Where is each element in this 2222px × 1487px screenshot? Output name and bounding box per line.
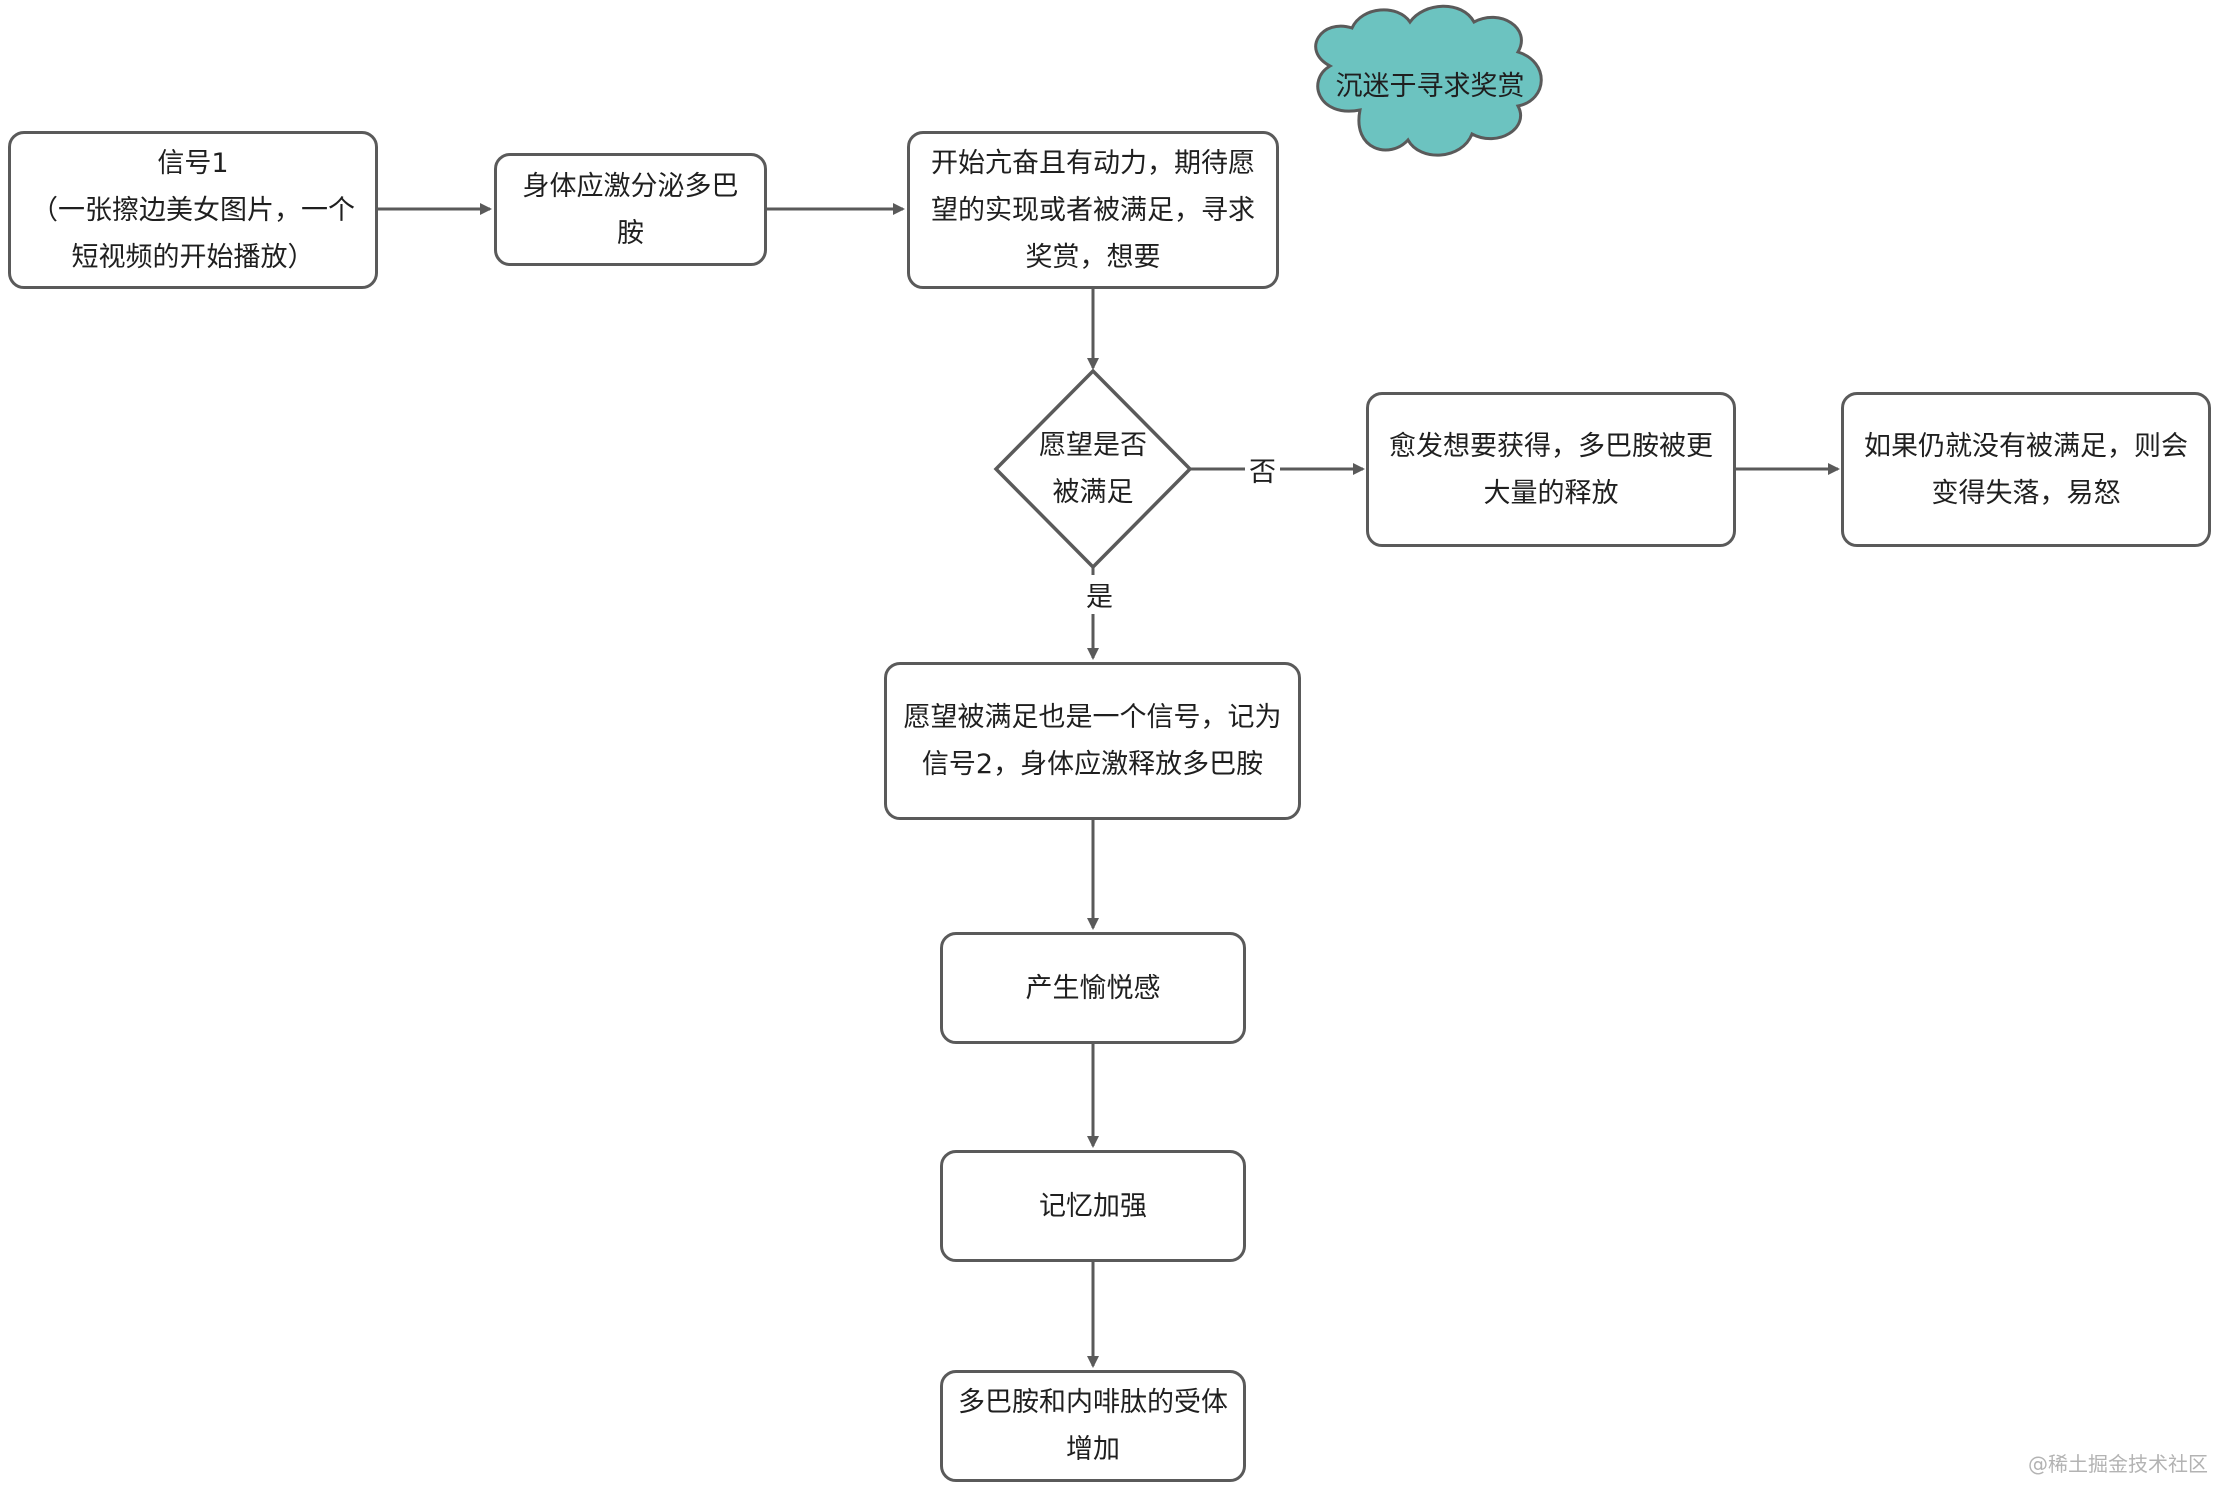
node-receptors-line1: 多巴胺和内啡肽的受体: [958, 1387, 1228, 1418]
node-memory: 记忆加强: [940, 1150, 1246, 1262]
node-receptors: 多巴胺和内啡肽的受体 增加: [940, 1370, 1246, 1482]
node-excited: 开始亢奋且有动力，期待愿 望的实现或者被满足，寻求 奖赏，想要: [907, 131, 1279, 289]
node-memory-text: 记忆加强: [1039, 1190, 1147, 1222]
node-frustrated-line2: 变得失落，易怒: [1931, 477, 2121, 509]
node-signal1-line1: 信号1: [157, 147, 229, 179]
node-signal2-line2: 信号2，身体应激释放多巴胺: [921, 749, 1264, 780]
node-excited-line1: 开始亢奋且有动力，期待愿: [931, 147, 1255, 179]
node-decision-line1: 愿望是否: [1039, 430, 1147, 461]
node-receptors-line2: 增加: [1066, 1434, 1120, 1465]
edge-label-no: 否: [1245, 450, 1280, 489]
node-signal1-line2: （一张擦边美女图片，一个: [31, 194, 355, 226]
cloud-label: 沉迷于寻求奖赏: [1335, 70, 1525, 102]
watermark: @稀土掘金技术社区: [2028, 1452, 2208, 1476]
node-more-desire-line2: 大量的释放: [1483, 477, 1619, 509]
node-frustrated-line1: 如果仍就没有被满足，则会: [1864, 430, 2188, 462]
node-pleasure: 产生愉悦感: [940, 932, 1246, 1044]
node-excited-line3: 奖赏，想要: [1025, 241, 1161, 273]
node-frustrated: 如果仍就没有被满足，则会 变得失落，易怒: [1841, 392, 2211, 547]
node-decision-label: 愿望是否 被满足: [1013, 420, 1173, 518]
node-excited-line2: 望的实现或者被满足，寻求: [931, 194, 1255, 226]
node-signal1-line3: 短视频的开始播放）: [71, 241, 315, 273]
node-more-desire-line1: 愈发想要获得，多巴胺被更: [1389, 430, 1713, 462]
node-secrete: 身体应激分泌多巴胺: [494, 153, 767, 266]
node-pleasure-text: 产生愉悦感: [1025, 972, 1161, 1004]
node-signal2: 愿望被满足也是一个信号，记为 信号2，身体应激释放多巴胺: [884, 662, 1301, 820]
node-decision-line2: 被满足: [1052, 477, 1134, 508]
node-secrete-text: 身体应激分泌多巴胺: [522, 170, 739, 249]
edge-label-yes: 是: [1082, 575, 1117, 614]
node-signal1: 信号1 （一张擦边美女图片，一个 短视频的开始播放）: [8, 131, 378, 289]
node-more-desire: 愈发想要获得，多巴胺被更 大量的释放: [1366, 392, 1736, 547]
node-signal2-line1: 愿望被满足也是一个信号，记为: [903, 702, 1282, 733]
